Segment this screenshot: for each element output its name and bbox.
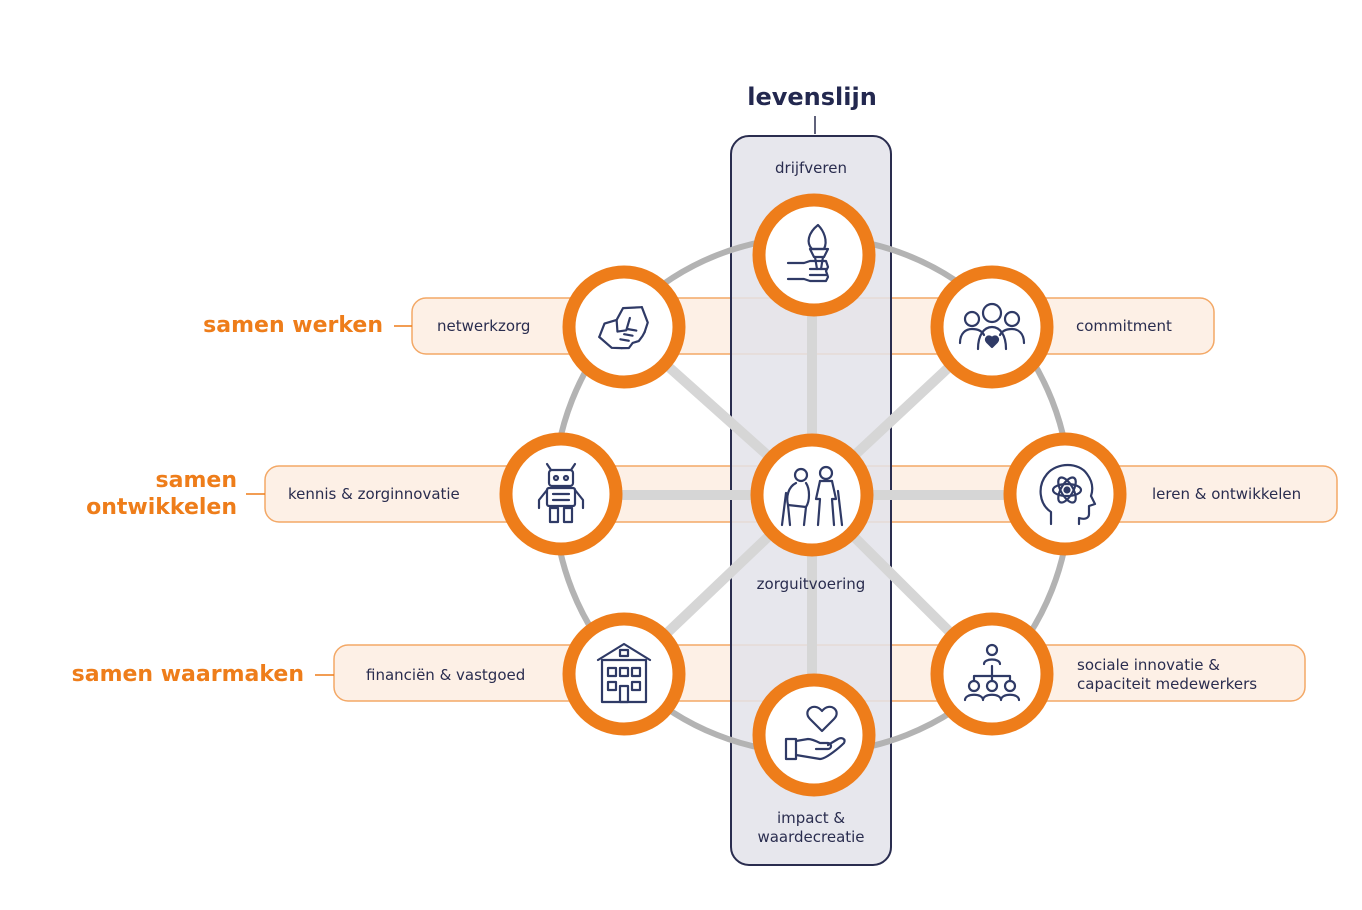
diagram-title: levenslijn (747, 83, 877, 111)
label-sociale-innovatie-line1: sociale innovatie & (1077, 656, 1220, 674)
group-labels: samen werken samen ontwikkelen samen waa… (72, 313, 412, 687)
torch-hand-icon (786, 223, 830, 283)
label-drijfveren: drijfveren (775, 159, 847, 177)
node-netwerkzorg (562, 265, 686, 389)
label-impact-line1: impact & (777, 809, 845, 827)
spine-labels: drijfveren zorguitvoering impact & waard… (757, 159, 866, 846)
building-icon (596, 642, 652, 704)
elderly-couple-icon (780, 465, 844, 527)
robot-icon (537, 462, 585, 524)
group-samen-ontwikkelen-line2: ontwikkelen (86, 495, 237, 520)
label-zorguitvoering: zorguitvoering (757, 575, 866, 593)
label-impact-line2: waardecreatie (757, 828, 864, 846)
pill-labels: netwerkzorg commitment kennis & zorginno… (288, 317, 1301, 693)
group-samen-ontwikkelen-line1: samen (156, 468, 237, 493)
label-sociale-innovatie-line2: capaciteit medewerkers (1077, 675, 1257, 693)
group-samen-waarmaken: samen waarmaken (72, 662, 304, 687)
node-financien (562, 612, 686, 736)
nodes (499, 193, 1127, 797)
hierarchy-icon (963, 643, 1021, 702)
label-netwerkzorg: netwerkzorg (437, 317, 530, 335)
label-leren-ontwikkelen: leren & ontwikkelen (1152, 485, 1301, 503)
label-financien-vastgoed: financiën & vastgoed (366, 666, 525, 684)
heart-hand-icon (784, 705, 846, 761)
label-commitment: commitment (1076, 317, 1172, 335)
group-samen-werken: samen werken (203, 313, 383, 338)
handshake-icon (598, 306, 649, 350)
node-zorguitvoering (750, 433, 874, 557)
node-impact (752, 673, 876, 797)
label-kennis-zorginnovatie: kennis & zorginnovatie (288, 485, 460, 503)
brain-atom-icon (1039, 463, 1097, 526)
node-leren (1003, 432, 1127, 556)
team-heart-icon (958, 302, 1026, 351)
